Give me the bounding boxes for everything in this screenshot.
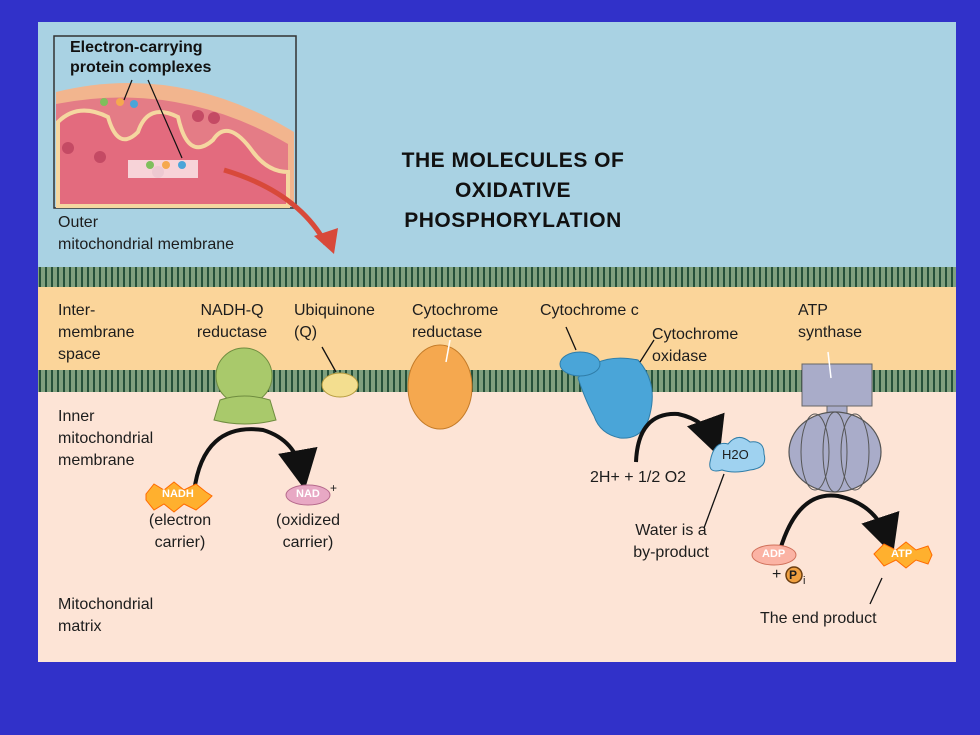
cyt-oxidase-label: Cytochrome oxidase bbox=[652, 324, 738, 368]
cytochrome-oxidase-shape bbox=[559, 351, 653, 439]
cyt-reductase-line-1: Cytochrome bbox=[412, 302, 499, 319]
nadh-caption-line-2: carrier) bbox=[154, 534, 206, 551]
inset-title-line-2: protein complexes bbox=[70, 59, 212, 76]
pi-text: P bbox=[789, 568, 798, 582]
nad-badge bbox=[285, 484, 331, 506]
cyt-reductase-line-2: reductase bbox=[412, 324, 483, 341]
inner-label-line-1: Inner bbox=[58, 408, 95, 425]
intermembrane-line-1: Inter- bbox=[58, 302, 96, 319]
pi-subscript: i bbox=[803, 575, 806, 587]
adp-text: ADP bbox=[762, 548, 786, 560]
title-line-3: PHOSPHORYLATION bbox=[404, 209, 622, 232]
nadh-q-label: NADH-Q reductase bbox=[182, 300, 282, 344]
title-line-2: OXIDATIVE bbox=[454, 179, 572, 202]
inset-title-line-1: Electron-carrying bbox=[70, 39, 203, 56]
reactants-text: 2H+ + 1/2 O2 bbox=[590, 469, 687, 486]
cyt-oxidase-line-1: Cytochrome bbox=[652, 326, 739, 343]
atp-synthase-line-2: synthase bbox=[798, 324, 863, 341]
zoom-arrow bbox=[223, 167, 329, 246]
atp-text: ATP bbox=[891, 548, 913, 560]
water-text: H2O bbox=[722, 447, 749, 462]
ubiquinone-line-1: Ubiquinone bbox=[294, 302, 375, 319]
nad-text: NAD bbox=[296, 488, 320, 500]
nadh-q-line-2: reductase bbox=[196, 324, 268, 341]
ubiquinone-line-2: (Q) bbox=[294, 324, 318, 341]
nadh-q-reductase-shape bbox=[213, 347, 277, 425]
nad-caption: (oxidized carrier) bbox=[258, 510, 358, 554]
outer-label: Outer mitochondrial membrane bbox=[58, 212, 234, 256]
water-caption-line-2: by-product bbox=[633, 544, 709, 561]
outer-membrane bbox=[38, 267, 956, 287]
nadh-caption-line-1: (electron bbox=[148, 512, 212, 529]
title-line-1: THE MOLECULES OF bbox=[401, 149, 625, 172]
nad-caption-line-2: carrier) bbox=[282, 534, 334, 551]
atp-badge bbox=[873, 541, 933, 569]
inset-title: Electron-carrying protein complexes bbox=[70, 38, 211, 78]
matrix-label-line-1: Mitochondrial bbox=[58, 596, 154, 613]
atp-caption: The end product bbox=[760, 610, 877, 627]
intermembrane-region bbox=[38, 286, 956, 372]
matrix-label-line-2: matrix bbox=[58, 618, 102, 635]
ubiquinone-shape bbox=[321, 372, 359, 398]
pi-badge bbox=[785, 566, 803, 584]
diagram-panel: THE MOLECULES OF OXIDATIVE PHOSPHORYLATI… bbox=[38, 22, 956, 662]
oxygen-arrow bbox=[634, 411, 725, 463]
water-caption-line-1: Water is a bbox=[635, 522, 707, 539]
atp-arrow bbox=[778, 493, 900, 556]
outer-label-line-1: Outer bbox=[58, 214, 99, 231]
atp-synthase-line-1: ATP bbox=[798, 302, 828, 319]
inner-label: Inner mitochondrial membrane bbox=[58, 406, 153, 472]
inner-label-line-3: membrane bbox=[58, 452, 135, 469]
nadh-badge bbox=[145, 481, 213, 513]
nadh-text: NADH bbox=[162, 488, 194, 500]
cyt-oxidase-line-2: oxidase bbox=[652, 348, 708, 365]
cyt-c-label: Cytochrome c bbox=[540, 302, 639, 319]
inner-label-line-2: mitochondrial bbox=[58, 430, 154, 447]
atp-synthase-label: ATP synthase bbox=[798, 300, 862, 344]
atp-synthase-shape bbox=[788, 363, 882, 493]
intermembrane-line-3: space bbox=[58, 346, 101, 363]
zoom-arrow-head bbox=[314, 228, 338, 254]
water-caption: Water is a by-product bbox=[616, 520, 726, 564]
matrix-label: Mitochondrial matrix bbox=[58, 594, 153, 638]
nad-charge: + bbox=[330, 481, 338, 495]
outer-label-line-2: mitochondrial membrane bbox=[58, 236, 235, 253]
nadh-q-line-1: NADH-Q bbox=[200, 302, 264, 319]
page-title: THE MOLECULES OF OXIDATIVE PHOSPHORYLATI… bbox=[358, 146, 668, 236]
intermembrane-label: Inter- membrane space bbox=[58, 300, 134, 366]
ubiquinone-label: Ubiquinone (Q) bbox=[294, 300, 375, 344]
nadh-arrow bbox=[192, 427, 318, 493]
pi-plus: + bbox=[772, 566, 782, 583]
nad-caption-line-1: (oxidized bbox=[275, 512, 341, 529]
intermembrane-line-2: membrane bbox=[58, 324, 135, 341]
diagram-canvas bbox=[38, 22, 956, 662]
cyt-reductase-label: Cytochrome reductase bbox=[412, 300, 498, 344]
cyt-reductase-shape bbox=[407, 344, 473, 430]
nadh-caption: (electron carrier) bbox=[130, 510, 230, 554]
water-cloud bbox=[709, 437, 766, 473]
adp-badge bbox=[751, 544, 797, 566]
